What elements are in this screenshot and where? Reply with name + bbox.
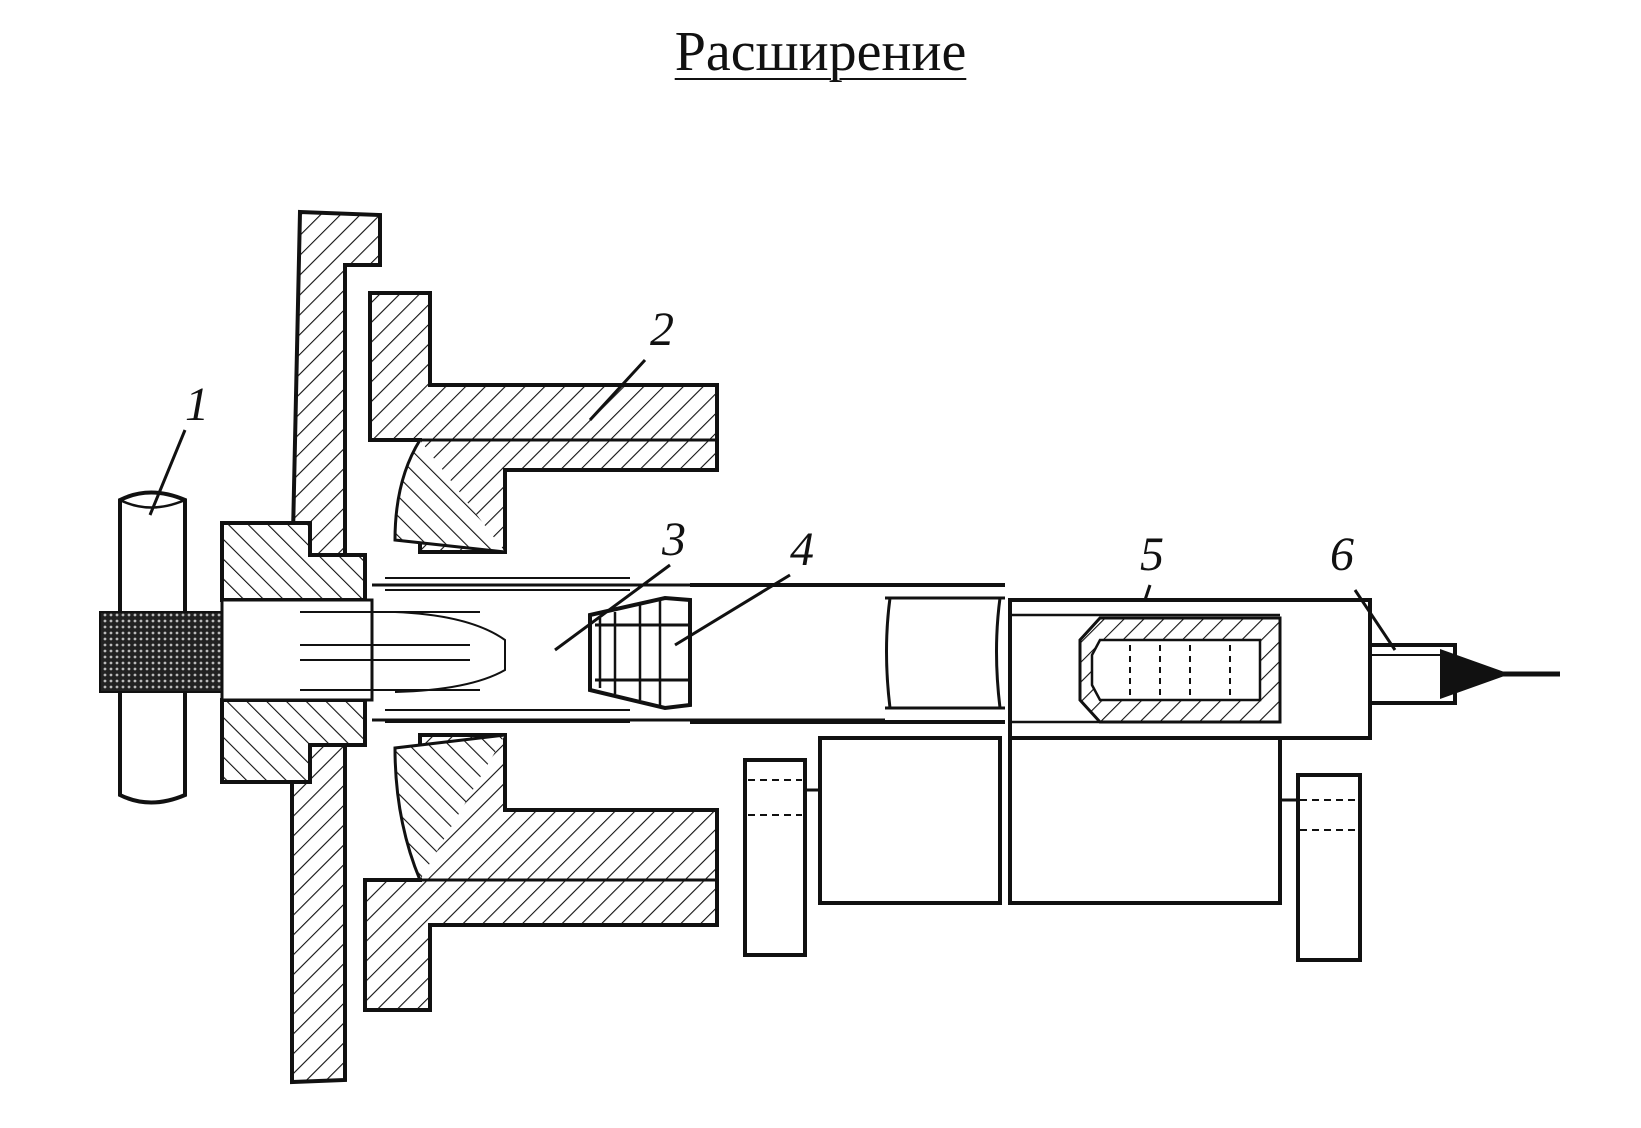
callout-2: 2: [650, 303, 674, 356]
leader-6: [1353, 589, 1397, 651]
tube-body: [690, 583, 1005, 724]
page-title: Расширение: [674, 21, 967, 83]
callout-6: 6: [1330, 528, 1354, 581]
leader-1: [148, 429, 187, 516]
callout-1: 1: [185, 378, 209, 431]
leader-2: [588, 358, 647, 422]
housing-part-2-lower: [363, 733, 719, 1012]
callout-5: 5: [1140, 528, 1164, 581]
leader-4: [674, 573, 791, 647]
leader-3: [554, 563, 671, 652]
roller-part-1: [99, 490, 223, 805]
leader-5: [1143, 584, 1152, 601]
callout-4: 4: [790, 523, 814, 576]
callout-3: 3: [661, 513, 686, 566]
drive-shaft-6: [1368, 643, 1457, 705]
support-rollers: [743, 736, 1362, 962]
leader-lines: [148, 358, 1397, 652]
driver-part-5: [1008, 598, 1372, 740]
expander-roller-4: [588, 595, 692, 711]
tube: [220, 577, 885, 723]
housing-part-2-upper: [368, 291, 719, 554]
